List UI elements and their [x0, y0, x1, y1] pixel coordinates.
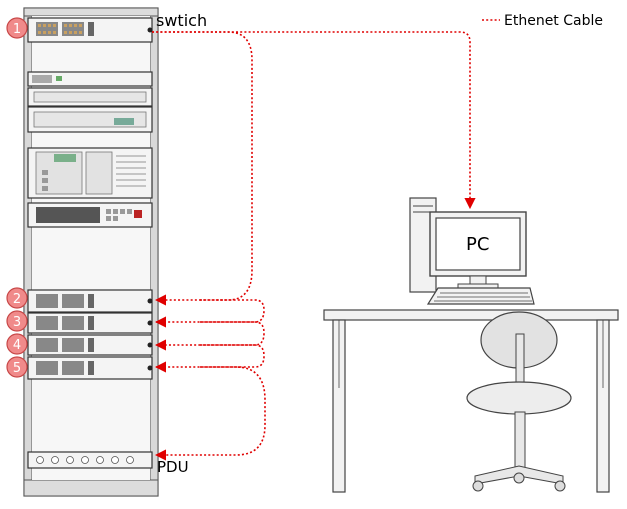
desk [323, 309, 619, 493]
badge-4: 4 [6, 333, 28, 355]
cable-switch5-to-pdu [154, 366, 266, 461]
legend: Ethenet Cable [482, 13, 603, 29]
badge-3-label: 3 [13, 315, 21, 330]
pdu-label: PDU [157, 458, 189, 476]
office-chair [466, 311, 572, 492]
badge-3: 3 [6, 310, 28, 332]
badge-2: 2 [6, 287, 28, 309]
switch-label: swtich [156, 11, 207, 30]
badge-2-label: 2 [13, 292, 21, 307]
keyboard [426, 287, 535, 305]
badge-1-label: 1 [13, 22, 21, 37]
legend-label: Ethenet Cable [504, 13, 603, 29]
server-unit-c [27, 106, 153, 133]
switch-device-3 [27, 312, 153, 334]
switch-device-5 [27, 356, 153, 380]
badge-5: 5 [6, 356, 28, 378]
cable-switch4-to-switch5 [154, 344, 265, 373]
switch-device-1 [27, 17, 153, 43]
ups-unit [27, 202, 153, 228]
pc-label: PC [466, 234, 489, 255]
badge-4-label: 4 [13, 338, 21, 353]
badge-5-label: 5 [13, 361, 21, 376]
storage-unit [27, 147, 153, 199]
cable-switch1-to-pc [152, 31, 476, 210]
server-unit-b [27, 87, 153, 107]
cable-switch3-to-switch4 [154, 321, 265, 351]
server-unit-a [27, 71, 153, 87]
switch-device-4 [27, 334, 153, 356]
pc-monitor [429, 211, 527, 289]
switch-device-2 [27, 289, 153, 313]
cable-switch2-to-switch3 [154, 299, 265, 328]
cable-switch1-to-switch2 [152, 31, 253, 306]
pdu-device [27, 451, 153, 469]
ethernet-cables [152, 31, 476, 461]
badge-1: 1 [6, 17, 28, 39]
